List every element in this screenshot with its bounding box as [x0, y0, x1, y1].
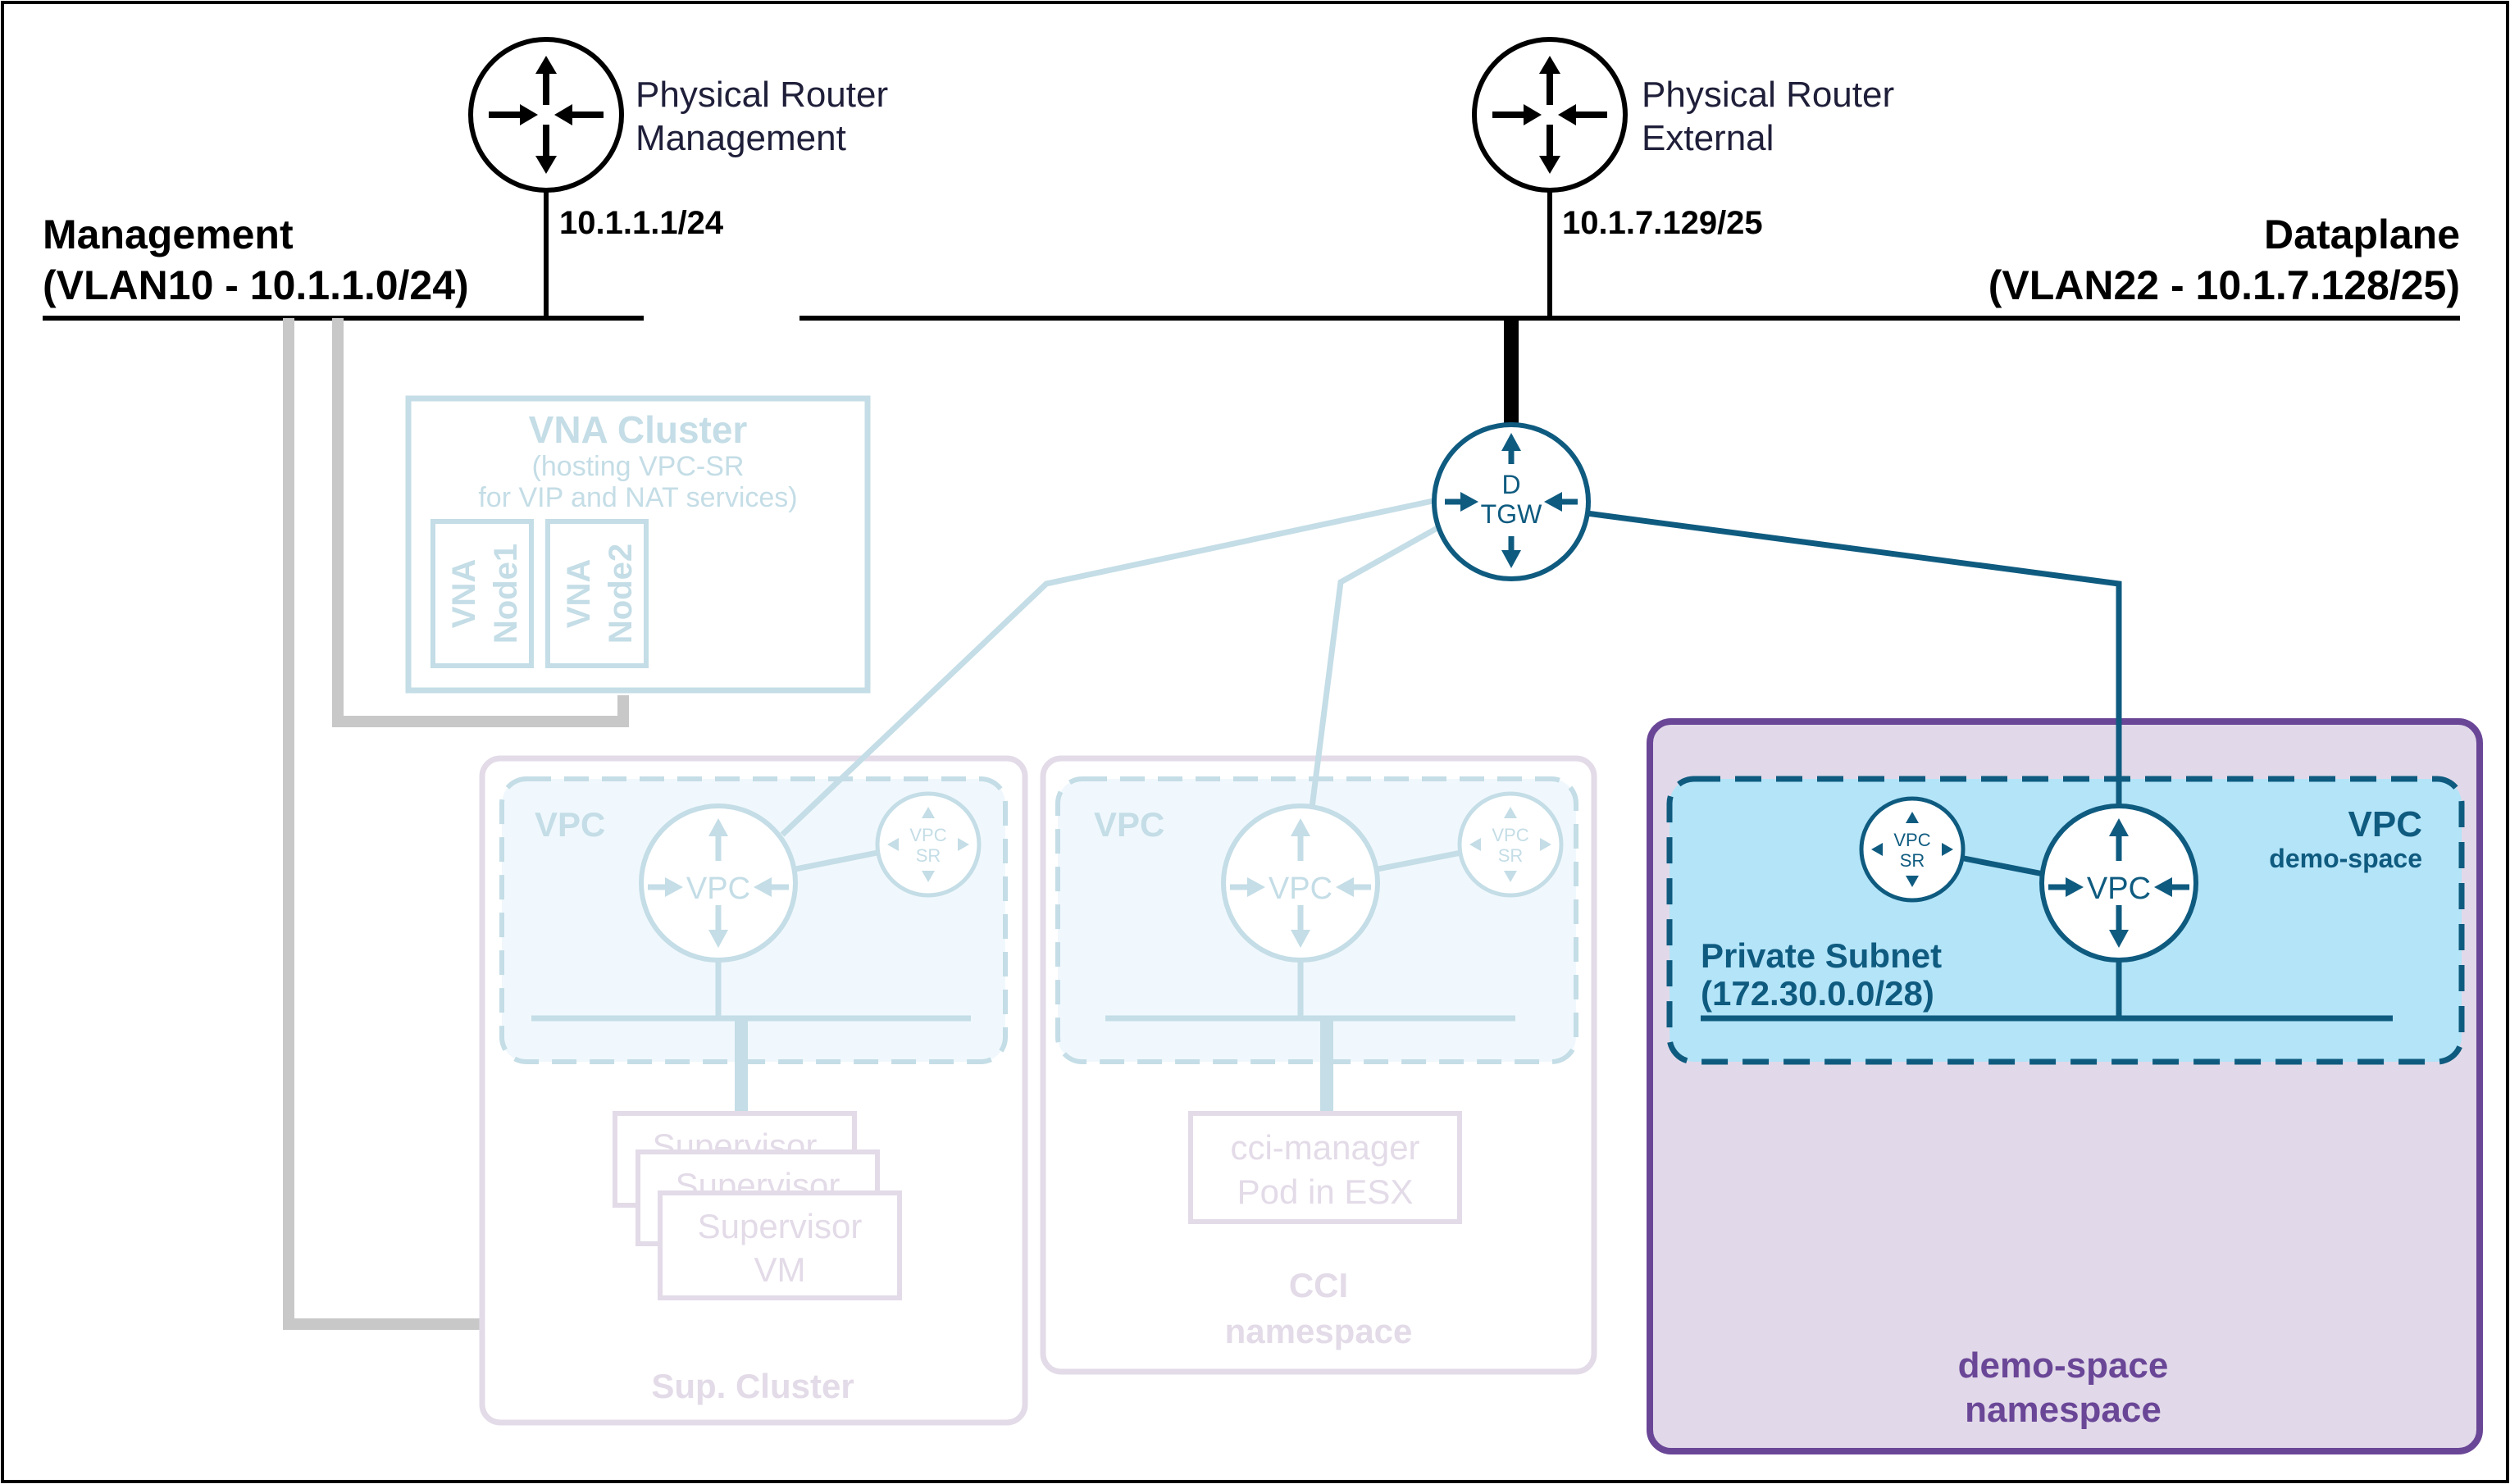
vna-node1-label-b: Node1 [488, 544, 524, 644]
external-router-ip: 10.1.7.129/25 [1562, 205, 1763, 241]
sup-vpc-sr: VPC SR [875, 791, 982, 898]
vna-node2-box [545, 519, 649, 668]
management-network: Management (VLAN10 - 10.1.1.0/24) 10.1.1… [43, 189, 724, 321]
vna-node1-box [430, 519, 534, 668]
supervisor-vm-label-2: VM [754, 1250, 806, 1289]
cci-manager-pod-label-2: Pod in ESX [1237, 1172, 1414, 1211]
vna-cluster-line1: (hosting VPC-SR [532, 451, 745, 482]
vna-node2-label-a: VNA [561, 559, 597, 628]
dataplane-network: Dataplane (VLAN22 - 10.1.7.128/25) 10.1.… [799, 189, 2460, 426]
tgw-label-2: TGW [1481, 499, 1542, 529]
management-router: Physical Router Management [468, 37, 888, 193]
private-subnet-label: Private Subnet [1701, 936, 1942, 975]
cci-vpc-sr: VPC SR [1457, 791, 1564, 898]
cci-manager-pod-label-1: cci-manager [1230, 1128, 1419, 1167]
router-icon [468, 37, 624, 193]
vna-cluster-line2: for VIP and NAT services) [478, 482, 797, 513]
demo-sr-link [1959, 854, 2044, 877]
external-router-label-1: Physical Router [1642, 75, 1894, 115]
cci-namespace-name-1: CCI [1289, 1266, 1348, 1304]
svg-text:SR: SR [1498, 845, 1524, 866]
svg-text:VPC: VPC [686, 872, 750, 906]
demo-tgw-link [1586, 510, 2122, 808]
management-router-label-2: Management [635, 118, 846, 158]
sup-vpc-label: VPC [535, 805, 605, 844]
demo-vpc-sublabel: demo-space [2269, 844, 2422, 873]
svg-text:VPC: VPC [909, 825, 946, 845]
external-router: Physical Router External [1472, 37, 1894, 193]
vna-node2-label-b: Node2 [603, 544, 639, 644]
sup-vpc-router: VPC [639, 803, 798, 963]
external-router-label-2: External [1642, 118, 1774, 158]
dataplane-title: Dataplane [2264, 212, 2460, 257]
management-subtitle: (VLAN10 - 10.1.1.0/24) [43, 262, 469, 308]
cci-namespace: VPC VPC VPC SR cci-manager Pod in ESX CC… [1040, 755, 1597, 1375]
svg-text:VPC: VPC [2087, 872, 2151, 906]
management-title: Management [43, 212, 294, 257]
faded-tgw-links [780, 497, 1445, 837]
svg-text:VPC: VPC [1893, 830, 1930, 850]
supervisor-vm-card [658, 1190, 902, 1300]
dataplane-subtitle: (VLAN22 - 10.1.7.128/25) [1988, 262, 2460, 308]
vna-cluster: VNA Cluster (hosting VPC-SR for VIP and … [405, 395, 871, 694]
tgw-router: D TGW [1432, 422, 1591, 581]
sup-cluster: VPC VPC VPC SR Supervisor Supervisor [479, 755, 1028, 1426]
cci-vpc-label: VPC [1094, 805, 1164, 844]
demo-space-namespace: VPC demo-space Private Subnet (172.30.0.… [1647, 718, 2483, 1454]
demo-space-name-1: demo-space [1958, 1345, 2169, 1386]
management-router-ip: 10.1.1.1/24 [559, 205, 724, 241]
demo-vpc-label: VPC [2348, 804, 2422, 844]
sup-cluster-name: Sup. Cluster [651, 1367, 854, 1405]
svg-text:VPC: VPC [1492, 825, 1528, 845]
tgw-circle [1432, 422, 1591, 581]
cci-manager-pod-box [1188, 1111, 1462, 1224]
supervisor-vm-label-1: Supervisor [698, 1207, 863, 1245]
tgw-label-1: D [1501, 470, 1520, 499]
svg-text:SR: SR [1900, 850, 1925, 871]
router-icon [1472, 37, 1628, 193]
demo-space-name-2: namespace [1965, 1390, 2162, 1430]
vna-node1-label-a: VNA [446, 559, 482, 628]
private-subnet-cidr: (172.30.0.0/28) [1701, 974, 1934, 1013]
cci-vpc-router: VPC [1221, 803, 1380, 963]
demo-vpc-sr: VPC SR [1859, 796, 1966, 903]
sup-sr-link [795, 849, 878, 872]
svg-text:SR: SR [916, 845, 941, 866]
management-router-label-1: Physical Router [635, 75, 888, 115]
demo-vpc-router: VPC [2039, 803, 2198, 963]
vna-cluster-title: VNA Cluster [529, 408, 748, 451]
cci-namespace-name-2: namespace [1225, 1312, 1413, 1350]
svg-text:VPC: VPC [1269, 872, 1332, 906]
cci-sr-link [1377, 849, 1462, 872]
